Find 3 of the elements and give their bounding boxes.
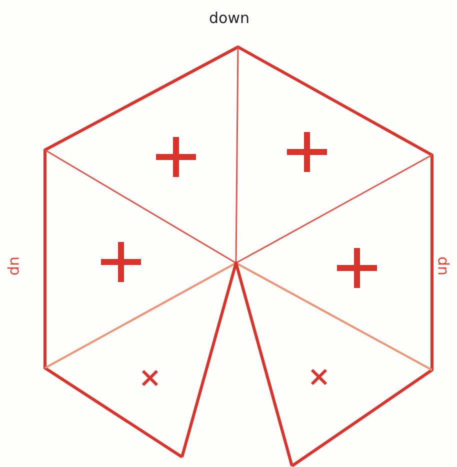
side-label: up [6, 256, 25, 276]
side-label: up [432, 256, 451, 276]
top-label: down [209, 9, 250, 27]
